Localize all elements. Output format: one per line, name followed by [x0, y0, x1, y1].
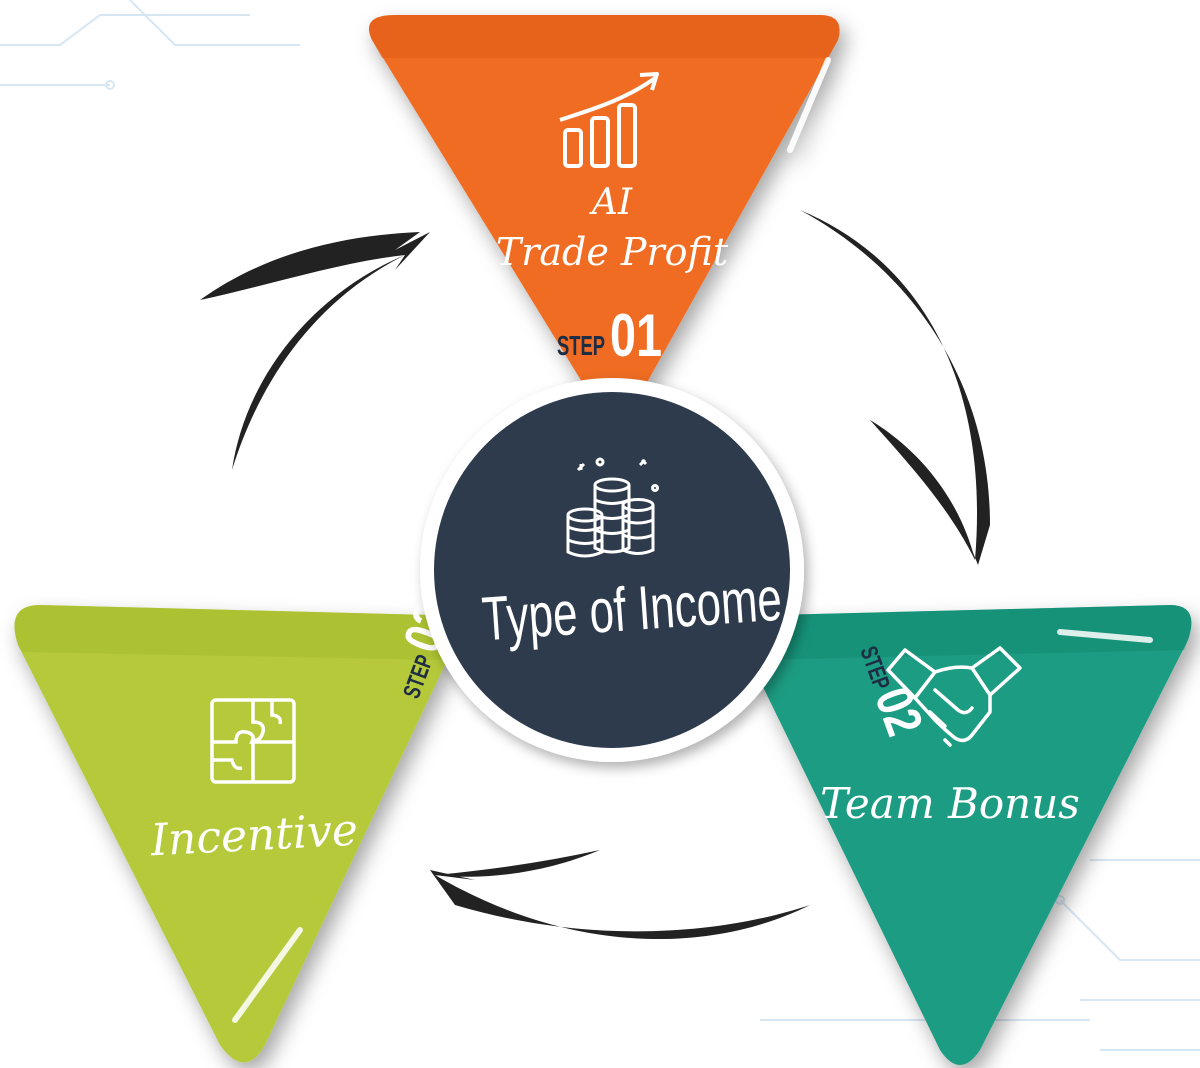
arrow-top-right: [800, 210, 990, 565]
step1-panel: [368, 15, 840, 415]
puzzle-icon: [210, 698, 296, 784]
arrow-top-left: [200, 232, 430, 300]
step2-title: Team Bonus: [820, 779, 1080, 828]
step2-panel: [741, 605, 1192, 1065]
step1-title-line1: AI: [589, 182, 633, 223]
step3-title: Incentive: [148, 805, 359, 867]
step1-step-word: STEP: [557, 330, 605, 361]
step1-title-line2: Trade Profit: [496, 230, 729, 274]
bar-chart-growth-icon: [559, 72, 659, 168]
center-circle: [420, 378, 804, 762]
coin-stack-icon: [566, 457, 659, 558]
step1-step-number: 01: [610, 302, 662, 369]
step3-panel: [14, 605, 458, 1063]
handshake-icon: [886, 646, 1022, 747]
cycle-arrows: [200, 210, 990, 940]
arrow-bottom: [430, 870, 810, 940]
